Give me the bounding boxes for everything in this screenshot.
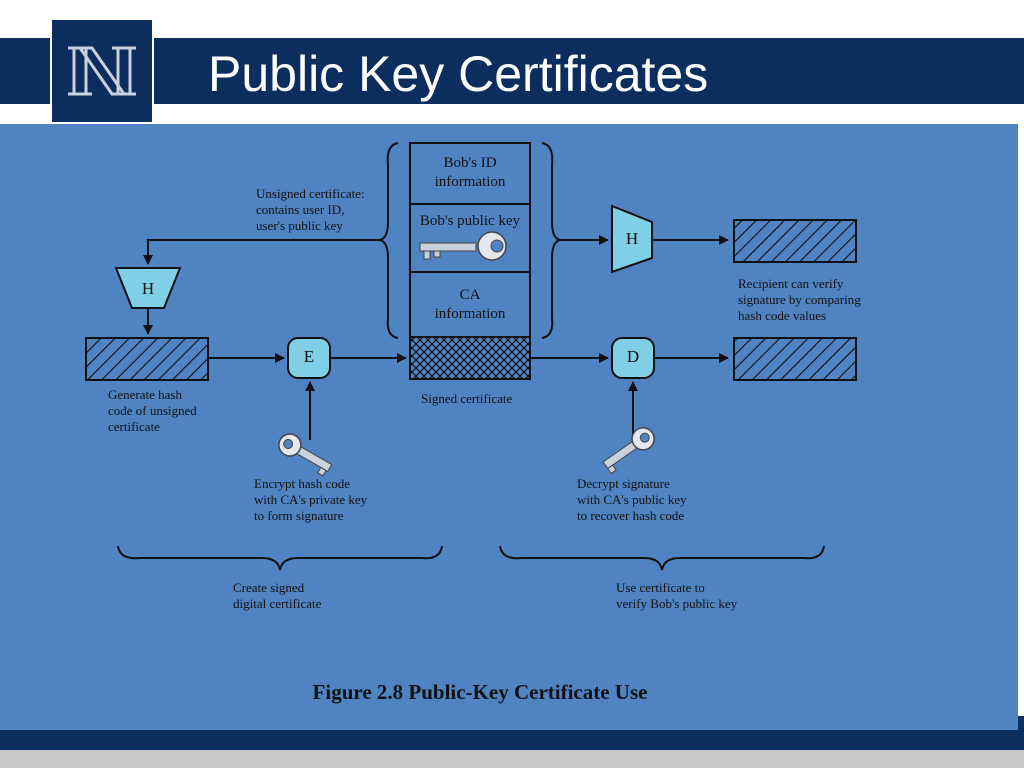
figure-caption: Figure 2.8 Public-Key Certificate Use: [312, 680, 648, 704]
bob-public-key-label: Bob's public key: [419, 213, 521, 229]
hash-code-right-top: [733, 219, 857, 263]
create-signed-label: Create signed digital certificate: [233, 580, 322, 611]
hash-code-right-bottom: [733, 337, 857, 381]
n-monogram-icon: [68, 46, 136, 96]
hash-function-left: [114, 267, 182, 309]
footer-strip: [0, 750, 1024, 768]
figure-edge: [1018, 716, 1024, 730]
left-brace: [379, 142, 399, 339]
hash-right-label: H: [625, 229, 639, 248]
bob-key-icon: [419, 231, 507, 261]
hash-left-label: H: [141, 279, 155, 298]
arrow-to-left-hash: [143, 239, 380, 265]
slide-title: Public Key Certificates: [208, 46, 709, 102]
ca-information: CA information: [434, 287, 506, 322]
generate-hash-label: Generate hash code of unsigned certifica…: [108, 387, 197, 434]
unsigned-certificate-label: Unsigned certificate: contains user ID, …: [256, 186, 365, 233]
bob-id-information: Bob's ID information: [434, 155, 506, 190]
decrypt-label: D: [626, 347, 640, 366]
university-logo: [50, 18, 154, 124]
ca-public-key-icon: [602, 427, 655, 475]
hash-function-right: [611, 204, 653, 274]
signed-certificate-label: Signed certificate: [421, 391, 513, 406]
footer-bar: [0, 730, 1024, 750]
decrypt-signature-label: Decrypt signature with CA's public key t…: [577, 476, 687, 523]
encrypt-label: E: [303, 347, 315, 366]
use-brace: [499, 545, 825, 571]
use-certificate-label: Use certificate to verify Bob's public k…: [616, 580, 738, 611]
hash-code-left: [85, 337, 209, 381]
encrypt-hash-label: Encrypt hash code with CA's private key …: [254, 476, 368, 523]
title-bar: [0, 38, 1024, 104]
signature-block: [409, 336, 531, 380]
recipient-verify-label: Recipient can verify signature by compar…: [738, 276, 861, 323]
ca-private-key-icon: [278, 433, 333, 477]
certificate-stack: [409, 142, 531, 380]
right-brace: [541, 142, 561, 339]
create-brace: [117, 545, 443, 571]
